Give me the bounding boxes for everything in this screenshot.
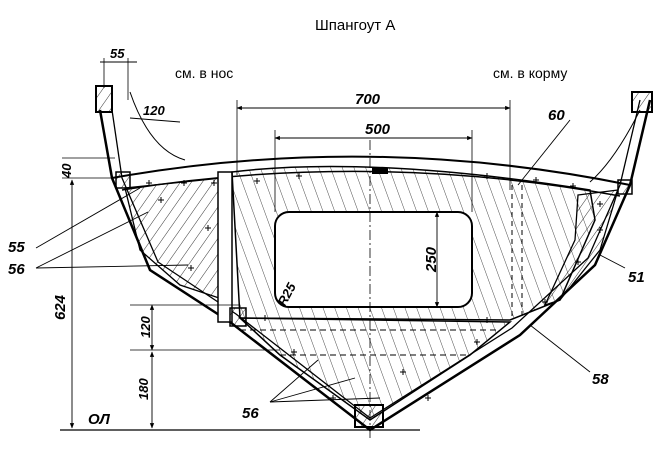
right-gunwale-block [631, 91, 653, 113]
drawing-title: Шпангоут А [315, 17, 395, 34]
callout-51-leader [599, 254, 626, 269]
stern-side-curve [589, 109, 641, 183]
left-floor-block [229, 307, 247, 327]
bottom-floor [238, 317, 513, 421]
left-side-frame [124, 177, 226, 301]
callout-56-bottom-leader-c [269, 397, 381, 403]
dim-120-top-line [129, 117, 181, 123]
callout-56-leader-b [35, 264, 189, 269]
callout-51-label: 51 [628, 269, 645, 286]
callout-56-bottom-leader-b [269, 377, 356, 403]
callout-55-leader [35, 187, 141, 249]
callout-56-bottom-leader-a [269, 359, 319, 403]
baseline-label: ОЛ [88, 411, 110, 428]
callout-60-leader [517, 119, 571, 186]
dim-40-label: 40 [59, 163, 74, 179]
right-chine-block [617, 179, 633, 195]
callout-56-bottom-label: 56 [242, 405, 259, 422]
callout-55-label: 55 [8, 239, 25, 256]
dim-55-label: 55 [110, 46, 125, 61]
bulkhead-opening [274, 211, 473, 308]
note-stern: см. в корму [493, 65, 567, 81]
note-bow: см. в нос [175, 65, 233, 81]
left-chine-block [115, 171, 131, 189]
callout-58-label: 58 [592, 371, 609, 388]
callout-56-leader-a [35, 211, 149, 269]
dim-500-label: 500 [365, 121, 391, 138]
left-gunwale-block [95, 85, 113, 113]
dim-60-label: 60 [548, 107, 565, 124]
deck-clamp [372, 168, 388, 174]
dim-120-top-label: 120 [143, 103, 165, 118]
dim-120-top-curve [129, 91, 186, 161]
bolt-marks [146, 173, 603, 401]
dim-624-label: 624 [52, 294, 69, 320]
keel-block [354, 404, 384, 428]
dim-180-label: 180 [136, 378, 151, 400]
deck-beam-upper [111, 155, 631, 186]
dim-700-label: 700 [355, 91, 381, 108]
callout-58-leader [529, 324, 591, 373]
central-post [217, 171, 233, 323]
dim-120-side-label: 120 [138, 316, 153, 338]
dim-250-label: 250 [423, 246, 440, 273]
callout-56-left-label: 56 [8, 261, 25, 278]
